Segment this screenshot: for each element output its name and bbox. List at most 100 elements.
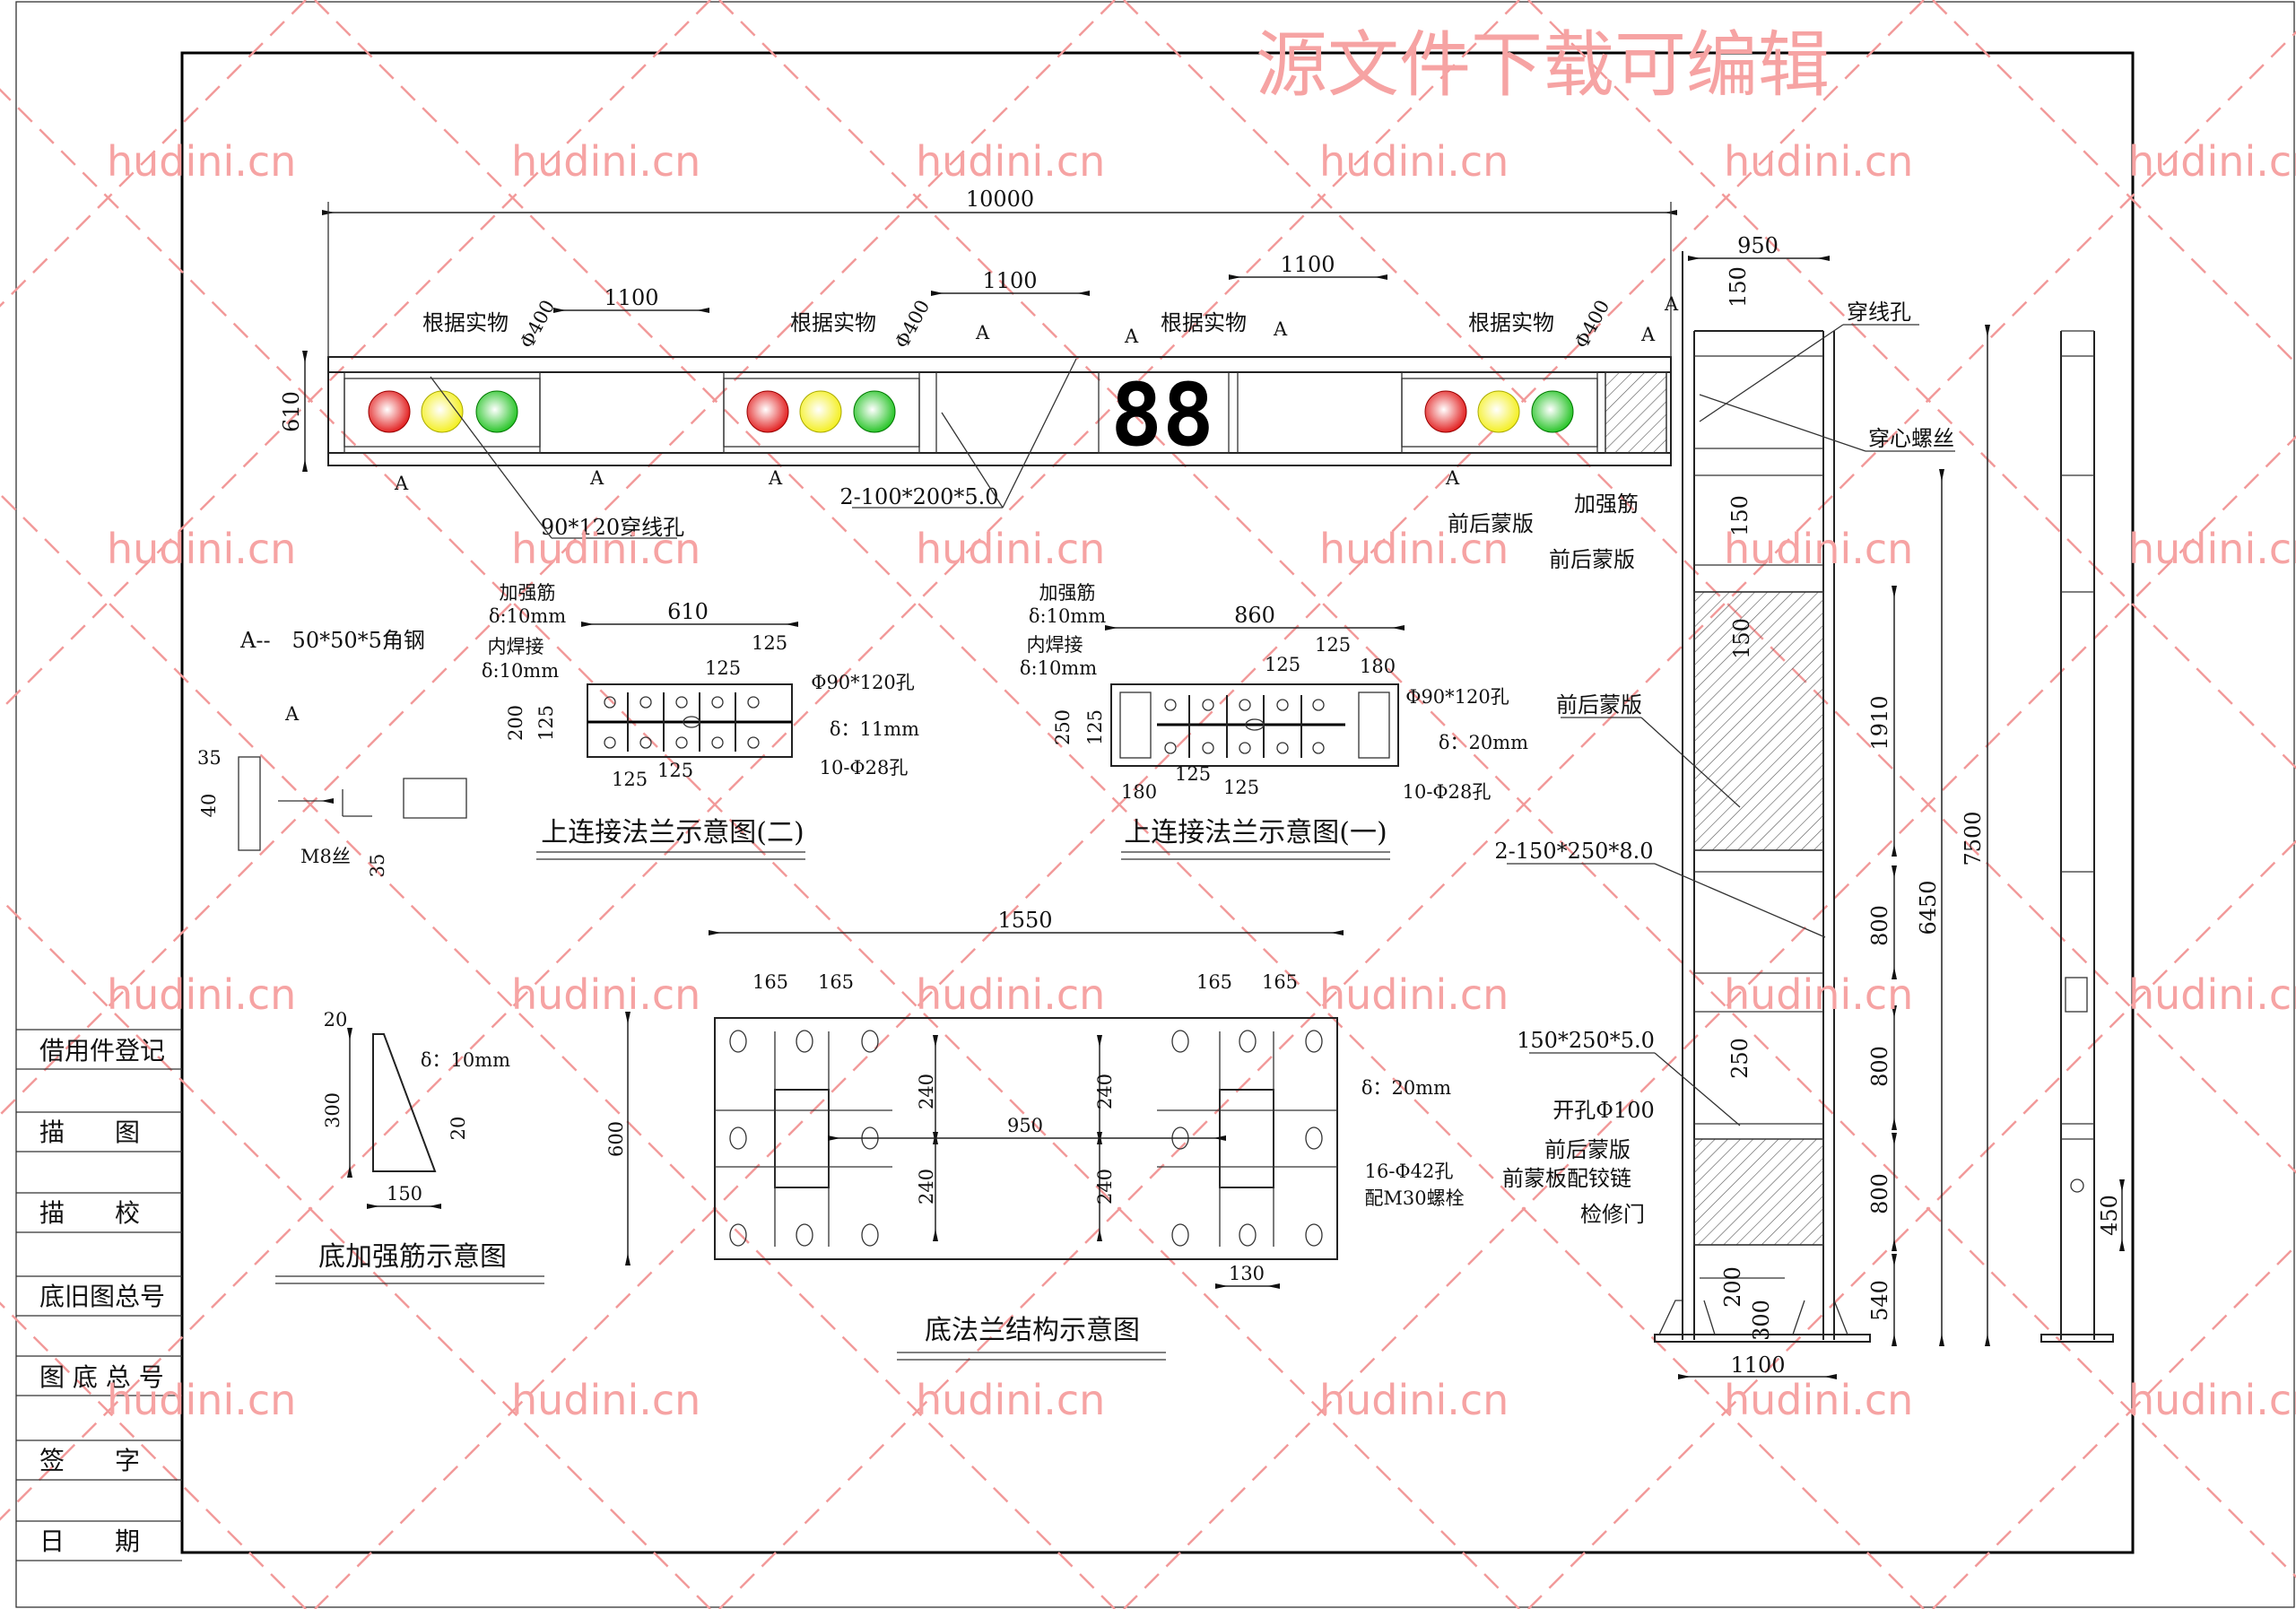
angle-marker-a: A xyxy=(589,467,604,489)
watermark-site: hudini.cn xyxy=(1319,1376,1509,1424)
signal-beam-elevation: 88 10000 1100 1100 1100 610 根据实物 根据实物 根据… xyxy=(279,187,1677,540)
bolt-hole xyxy=(1202,699,1214,711)
note-bolt-holes: 10-Φ28孔 xyxy=(820,757,909,778)
dim-250: 250 xyxy=(1727,1038,1752,1079)
dim-7500: 7500 xyxy=(1961,811,1986,865)
end-cover-plate xyxy=(1605,371,1667,454)
base-flange-title: 底法兰结构示意图 xyxy=(925,1315,1140,1346)
yellow-lamp xyxy=(1477,390,1520,433)
dim-300: 300 xyxy=(1749,1300,1774,1341)
dim-base-width: 150 xyxy=(387,1183,422,1205)
anchor-hole xyxy=(1305,1223,1323,1247)
angle-marker-a: A xyxy=(1124,326,1139,347)
watermark-site: hudini.cn xyxy=(511,137,700,186)
note-through-bolt: 穿心螺丝 xyxy=(1868,426,1954,451)
dim-6450: 6450 xyxy=(1916,880,1941,935)
title-block: 借用件登记 描 图 描 校 底旧图总号 图 底 总 号 签 字 日 期 xyxy=(16,1029,182,1561)
base-plate xyxy=(1654,1334,1871,1343)
bottom-rib-title: 底加强筋示意图 xyxy=(318,1241,507,1273)
dim-beam-height: 610 xyxy=(279,391,304,432)
watermark-diagonal xyxy=(0,0,1520,1521)
bolt-hole xyxy=(639,736,652,749)
red-lamp xyxy=(1424,390,1467,433)
angle-marker-a: A xyxy=(975,322,990,344)
note-center-hole: Φ90*120孔 xyxy=(1405,686,1509,708)
anchor-hole xyxy=(1239,1030,1257,1053)
note-tube-spec: 2-100*200*5.0 xyxy=(839,484,998,509)
note-plate-thk: δ：11mm xyxy=(830,718,919,740)
dim-top-width: 20 xyxy=(324,1009,348,1031)
angle-marker-a: A xyxy=(1445,467,1460,489)
green-lamp xyxy=(853,390,896,433)
dim-row-gap: 125 xyxy=(535,705,557,741)
note-inner-weld: 内焊接 xyxy=(488,636,544,657)
anchor-hole xyxy=(1305,1126,1323,1150)
green-lamp xyxy=(475,390,518,433)
dim-gap: 1100 xyxy=(604,285,658,310)
dim-edge: 180 xyxy=(1360,656,1396,677)
countdown-housing xyxy=(1098,371,1230,454)
watermark-site: hudini.cn xyxy=(107,525,296,573)
dim-pitch: 125 xyxy=(1265,654,1300,675)
angle-marker-a: A xyxy=(1664,293,1679,315)
note-wire-hole: 90*120穿线孔 xyxy=(541,515,684,540)
watermark-diagonal xyxy=(1527,0,2296,770)
dim-width: 860 xyxy=(1234,603,1275,628)
watermark-diagonal xyxy=(1123,435,2296,1609)
watermark-site: hudini.cn xyxy=(1319,525,1509,573)
note-cover-plate: 前后蒙版 xyxy=(1549,547,1635,572)
angle-marker-a: A xyxy=(284,703,300,725)
anchor-hole xyxy=(1305,1030,1323,1053)
dim-240: 240 xyxy=(916,1074,937,1109)
title-block-row: 日 期 xyxy=(39,1526,140,1556)
dim-35-vertical: 35 xyxy=(367,854,388,878)
lamp-housing-2 xyxy=(723,371,920,454)
anchor-hole xyxy=(796,1223,813,1247)
watermark-headline: 源文件下载可编辑 xyxy=(1256,23,1830,107)
dim-overall-length: 10000 xyxy=(966,187,1034,212)
watermark-site: hudini.cn xyxy=(1724,137,1913,186)
note-per-actual: 根据实物 xyxy=(1161,310,1247,335)
bolt-hole xyxy=(1239,742,1251,754)
cover-plate-upper xyxy=(1693,591,1824,851)
pole-elevation: 950 1100 7500 6450 1910 800 800 800 540 … xyxy=(1448,233,2125,1379)
title-block-row: 图 底 总 号 xyxy=(39,1362,164,1392)
angle-marker-a: A xyxy=(1273,318,1288,340)
green-lamp xyxy=(1531,390,1574,433)
note-wire-hole: 穿线孔 xyxy=(1847,300,1911,325)
watermark-site: hudini.cn xyxy=(511,1376,700,1424)
dim-height: 200 xyxy=(505,705,526,741)
note-rib: 加强筋 xyxy=(500,582,556,604)
angle-steel-detail: A-- 50*50*5角钢 A 35 40 35 M8丝 xyxy=(197,628,467,878)
dim-200: 200 xyxy=(1720,1266,1745,1308)
drawing-frame xyxy=(180,51,2135,1554)
note-cover-plate: 前后蒙版 xyxy=(1448,511,1534,536)
watermark-site: hudini.cn xyxy=(1724,525,1913,573)
dim-base-width: 1100 xyxy=(1730,1352,1785,1378)
watermark-site: hudini.cn xyxy=(511,970,700,1019)
dim-pitch: 125 xyxy=(705,657,741,679)
watermark-site: hudini.cn xyxy=(2128,970,2296,1019)
dim-height: 250 xyxy=(1052,709,1074,745)
note-per-actual: 根据实物 xyxy=(790,310,876,335)
note-hinge: 前蒙板配铰链 xyxy=(1502,1166,1631,1191)
dim-pitch: 125 xyxy=(1223,777,1259,798)
center-hole xyxy=(1245,718,1265,731)
watermark-diagonal xyxy=(1932,0,2296,365)
bolt-hole xyxy=(604,696,616,709)
red-lamp xyxy=(746,390,789,433)
bolt-hole xyxy=(1276,742,1289,754)
bolt-hole xyxy=(1312,742,1325,754)
dim-450: 450 xyxy=(2097,1195,2122,1236)
anchor-hole xyxy=(861,1223,879,1247)
title-block-row: 描 图 xyxy=(39,1118,140,1147)
dim-150: 150 xyxy=(1726,266,1751,308)
flange-1-title: 上连接法兰示意图(一) xyxy=(1124,817,1387,848)
note-inner-thk: δ:10mm xyxy=(1020,657,1097,679)
dim-800: 800 xyxy=(1867,1046,1892,1087)
dim-35: 35 xyxy=(197,747,222,769)
bolt-hole xyxy=(604,736,616,749)
bolt-hole xyxy=(1202,742,1214,754)
bolt-hole xyxy=(1239,699,1251,711)
